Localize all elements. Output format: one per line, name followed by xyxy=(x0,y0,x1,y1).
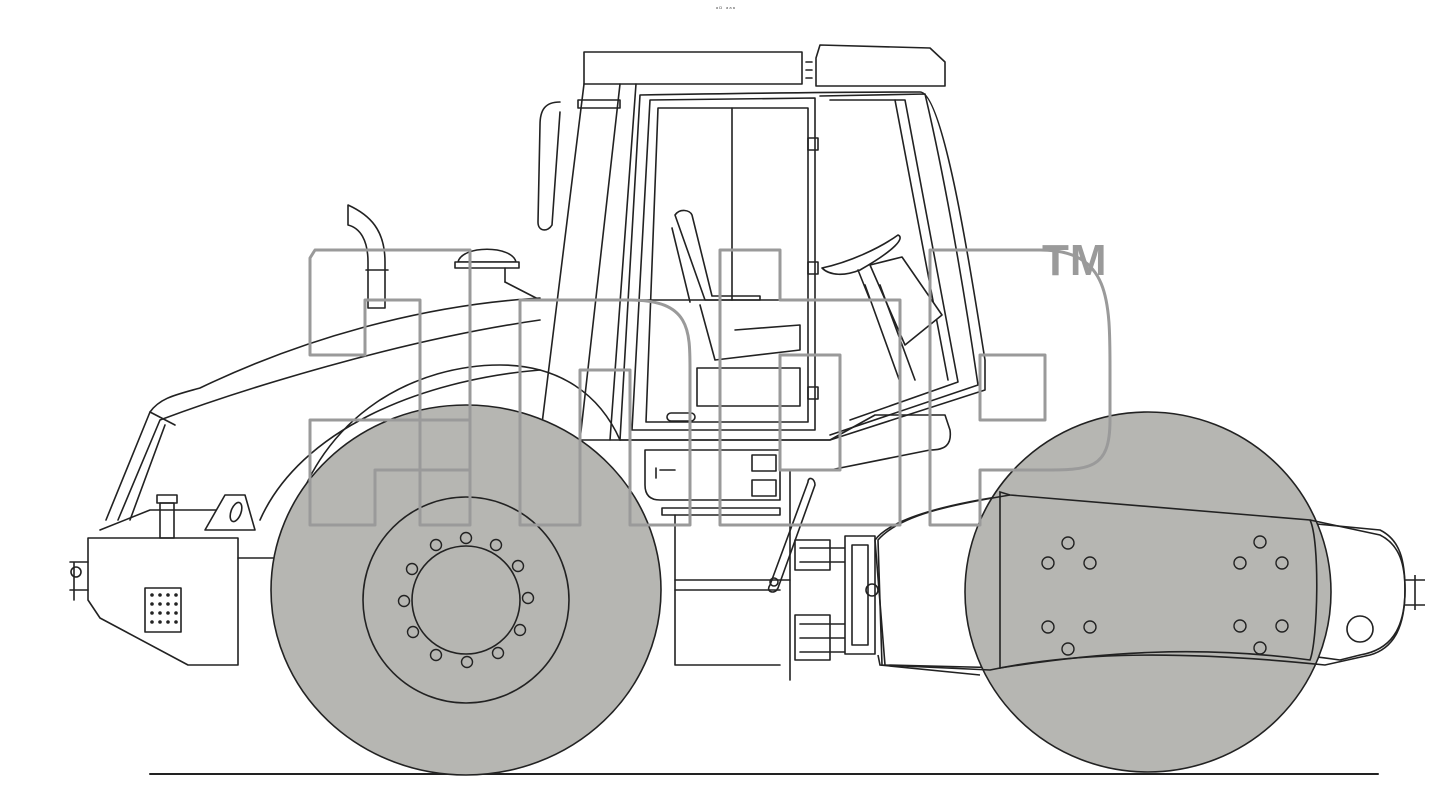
watermark-letters xyxy=(308,248,1112,527)
trademark-mark: TM xyxy=(1042,236,1108,285)
drum-bolt-patterns xyxy=(1041,535,1289,656)
fender-arch xyxy=(289,364,621,531)
articulation-joint xyxy=(767,477,879,661)
rear-light-dots xyxy=(150,593,178,624)
top-caption: ᵃᴰ ᵃᵃᵃ xyxy=(715,6,737,13)
wheel-lug-bolts xyxy=(397,531,535,669)
rear-frame xyxy=(69,494,281,666)
engine-hood xyxy=(105,297,541,531)
exhaust-stack xyxy=(347,204,389,309)
rear-wheel xyxy=(270,404,662,776)
front-drum xyxy=(877,411,1425,773)
air-cleaner-cap xyxy=(454,248,541,301)
